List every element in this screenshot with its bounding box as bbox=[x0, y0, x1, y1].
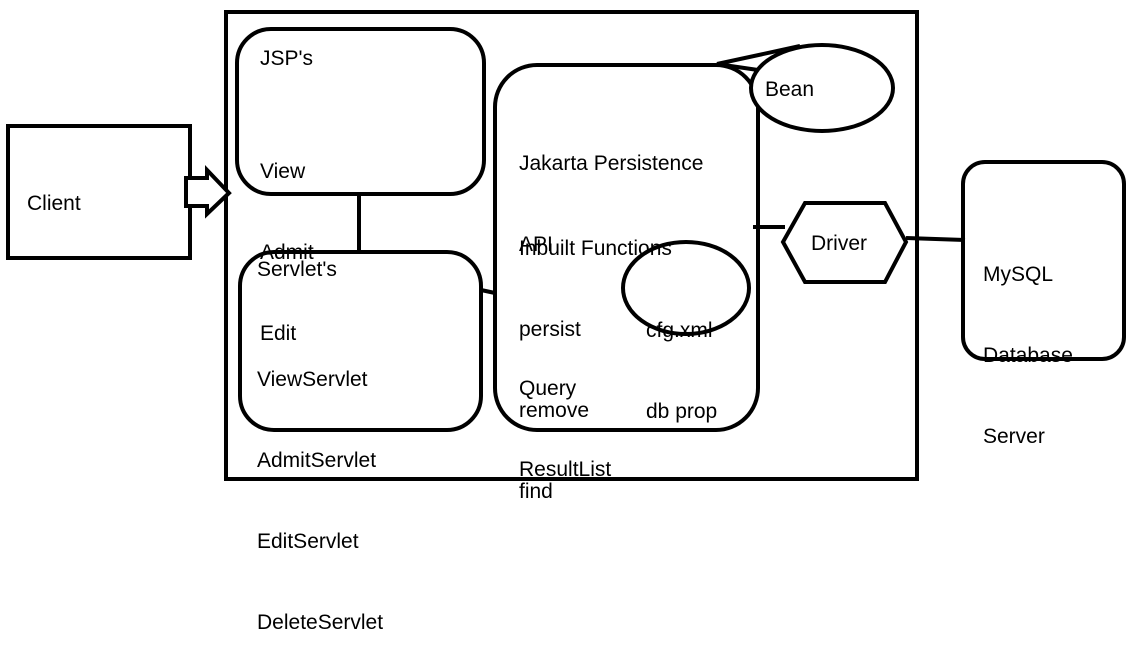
servlet-jpa-connector bbox=[480, 288, 496, 295]
config-line-1: cfg.xml bbox=[646, 319, 713, 342]
client-label: Client bbox=[27, 192, 81, 215]
jpa-query: Query ResultList bbox=[519, 321, 611, 510]
jpa-functions-title: Inbuilt Functions bbox=[519, 237, 672, 260]
driver-database-connector bbox=[905, 236, 966, 242]
jpa-function-persist: persist bbox=[519, 318, 581, 341]
config-line-2: db prop bbox=[646, 400, 718, 423]
bean-ellipse bbox=[749, 43, 895, 133]
architecture-diagram bbox=[6, 10, 1126, 481]
jsp-item-admit: Admit bbox=[260, 241, 314, 264]
jpa-query-line-2: ResultList bbox=[519, 458, 612, 481]
database-line-1: MySQL bbox=[983, 263, 1054, 286]
servlet-item-edit: EditServlet bbox=[257, 530, 359, 553]
servlet-title: Servlet's bbox=[257, 258, 337, 281]
jpa-box bbox=[493, 63, 760, 432]
database-line-3: Server bbox=[983, 425, 1045, 448]
database-box bbox=[961, 160, 1126, 361]
driver-hexagon bbox=[780, 201, 909, 284]
config-text: cfg.xml db prop bbox=[646, 263, 717, 452]
servlet-box bbox=[238, 250, 483, 432]
database-line-2: Database bbox=[983, 344, 1073, 367]
servlet-items: ViewServlet AdmitServlet EditServlet Del… bbox=[257, 312, 383, 663]
config-ellipse bbox=[621, 240, 751, 336]
jsp-item-edit: Edit bbox=[260, 322, 297, 345]
jpa-function-remove: remove bbox=[519, 399, 590, 422]
jpa-title-line-1: Jakarta Persistence bbox=[519, 152, 704, 175]
application-container bbox=[224, 10, 919, 481]
bean-label: Bean bbox=[765, 78, 815, 101]
client-to-jsp-arrow bbox=[184, 165, 232, 219]
jpa-title: Jakarta Persistence API bbox=[519, 96, 703, 285]
servlet-item-delete: DeleteServlet bbox=[257, 611, 384, 634]
database-text: MySQL Database Server bbox=[983, 207, 1073, 477]
driver-label: Driver bbox=[811, 232, 867, 255]
jsp-items: View Admit Edit bbox=[260, 104, 314, 374]
servlet-item-admit: AdmitServlet bbox=[257, 449, 377, 472]
servlet-item-view: ViewServlet bbox=[257, 368, 368, 391]
jsp-title: JSP's bbox=[260, 47, 314, 70]
bean-callout-line-lower bbox=[716, 62, 759, 72]
jsp-item-view: View bbox=[260, 160, 306, 183]
jpa-query-line-1: Query bbox=[519, 377, 577, 400]
jpa-title-line-2: API bbox=[519, 233, 553, 256]
